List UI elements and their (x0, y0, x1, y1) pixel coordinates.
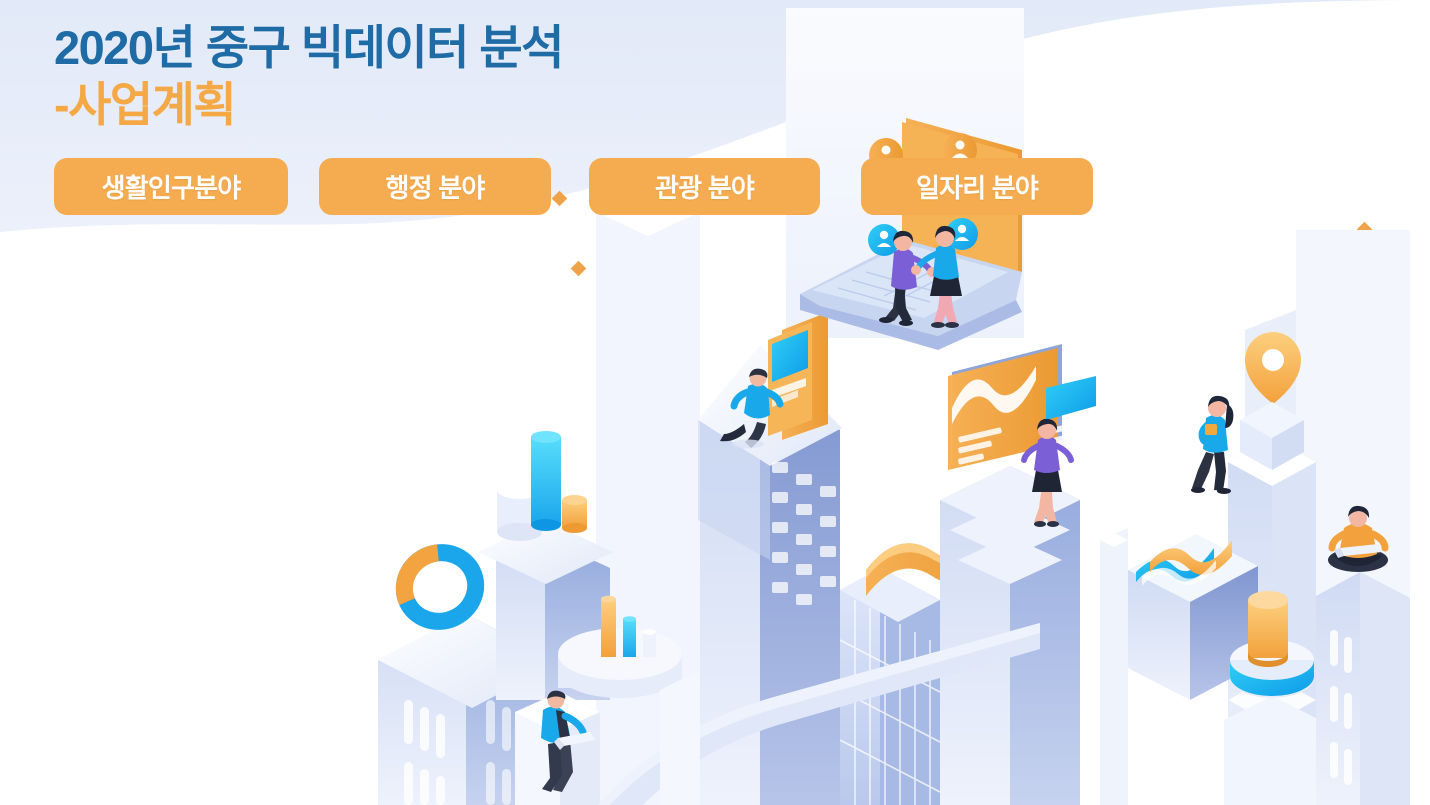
tower-bottom-center-pale (660, 670, 700, 805)
dashboard-panel-wave-chart (948, 344, 1096, 470)
tab-administration[interactable]: 행정 분야 (319, 158, 551, 215)
person-sitting-with-laptop (515, 690, 600, 805)
platform-round-bars (558, 595, 682, 698)
user-badge-icon (868, 224, 900, 256)
pie-cylinder-3d (1224, 591, 1320, 805)
bar-white (643, 629, 656, 657)
user-badge-icon (946, 218, 978, 250)
bar-cyan (623, 616, 636, 657)
person-running (720, 368, 784, 449)
donut-chart-ring (395, 544, 485, 630)
ramp-bridge (598, 623, 1040, 805)
person-seated-with-mug (1191, 395, 1234, 494)
tab-tourism[interactable]: 관광 분야 (589, 158, 820, 215)
category-tab-bar: 생활인구분야 행정 분야 관광 분야 일자리 분야 (54, 158, 1093, 215)
page-header: 2020년 중구 빅데이터 분석 -사업계획 (54, 21, 564, 131)
bar-orange (601, 595, 616, 657)
cylinder-cyan (531, 431, 561, 531)
panel-orange-card-cyan (768, 312, 828, 440)
person-crosslegged-laptop (1328, 505, 1389, 572)
tab-living-population[interactable]: 생활인구분야 (54, 158, 288, 215)
person-cyan (911, 225, 962, 328)
tower-dashboard-steps (940, 344, 1096, 805)
page-subtitle: -사업계획 (54, 77, 237, 131)
tower-right-windows (1316, 572, 1410, 805)
tab-jobs[interactable]: 일자리 분야 (861, 158, 1093, 215)
map-pin-icon (1245, 332, 1301, 404)
page-title: 2020년 중구 빅데이터 분석 (54, 21, 564, 74)
tower-far-left-sliver (1100, 528, 1128, 805)
cylinder-orange (562, 495, 587, 533)
person-viewing-dashboard (1021, 418, 1074, 527)
